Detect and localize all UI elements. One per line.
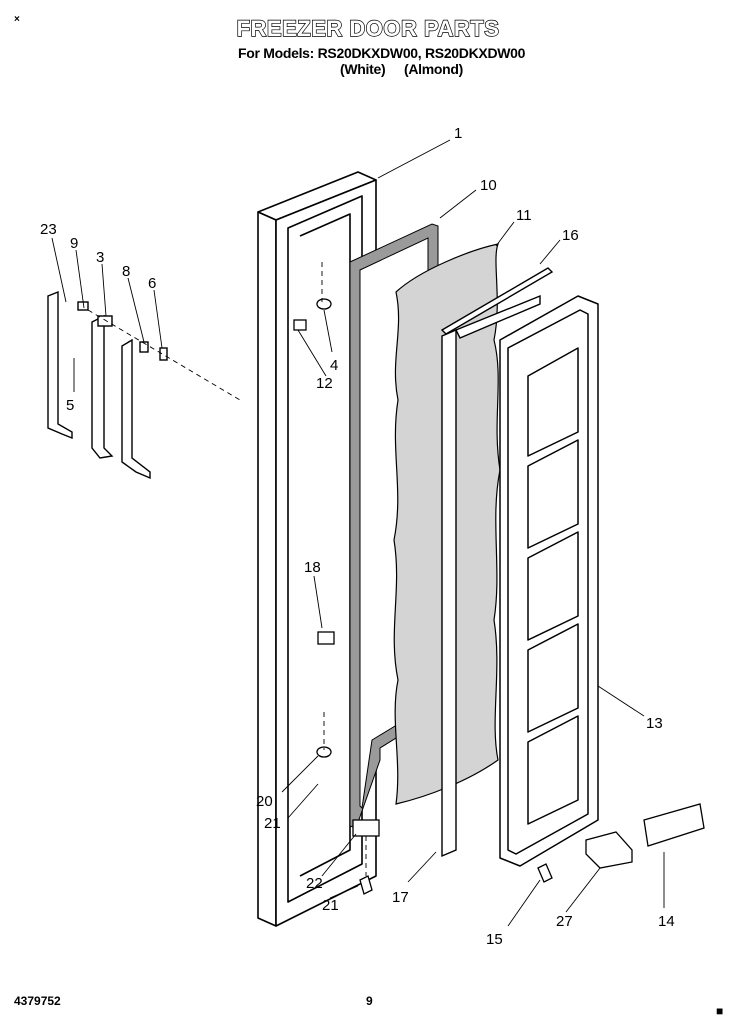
callout-11: 11: [516, 207, 532, 224]
color-white-label: (White): [340, 61, 386, 77]
callout-15: 15: [486, 931, 503, 948]
door-strip-and-liner-trim: [440, 267, 554, 858]
callout-27: 27: [556, 913, 573, 930]
assembly-lines: [87, 262, 367, 876]
color-almond-label: (Almond): [404, 61, 464, 77]
callout-14: 14: [658, 913, 675, 930]
callout-1: 1: [454, 125, 462, 142]
callout-22: 22: [306, 875, 323, 892]
inner-door-liner: [499, 295, 599, 867]
models-line: For Models: RS20DKXDW00, RS20DKXDW00: [238, 45, 526, 61]
callout-21: 21: [322, 897, 339, 914]
small-hardware: [293, 298, 705, 895]
callout-23: 23: [40, 221, 57, 238]
page-title: FREEZER DOOR PARTS: [236, 15, 500, 41]
callout-3: 3: [96, 249, 104, 266]
leader-lines: [51, 139, 665, 927]
callout-labels: 1 10 11 16 23 9 3 8 6 412 5 18 13 20 21 22 21 17 15 27 14: [40, 125, 675, 948]
callout-5: 5: [66, 397, 74, 414]
footer-part-number: 4379752: [14, 994, 61, 1008]
callout-21: 21: [264, 815, 281, 832]
bottom-corner-mark: ■: [716, 1004, 724, 1018]
callout-13: 13: [646, 715, 663, 732]
callout-20: 20: [256, 793, 273, 810]
handle-brackets: [47, 290, 168, 480]
callout-8: 8: [122, 263, 130, 280]
callout-4: 4: [330, 357, 338, 374]
callout-9: 9: [70, 235, 78, 252]
callout-17: 17: [392, 889, 409, 906]
footer-page-number: 9: [366, 994, 373, 1008]
corner-mark: ×: [14, 14, 20, 25]
callout-16: 16: [562, 227, 579, 244]
callout-12: 12: [316, 375, 333, 392]
callout-6: 6: [148, 275, 156, 292]
callout-18: 18: [304, 559, 321, 576]
callout-10: 10: [480, 177, 497, 194]
